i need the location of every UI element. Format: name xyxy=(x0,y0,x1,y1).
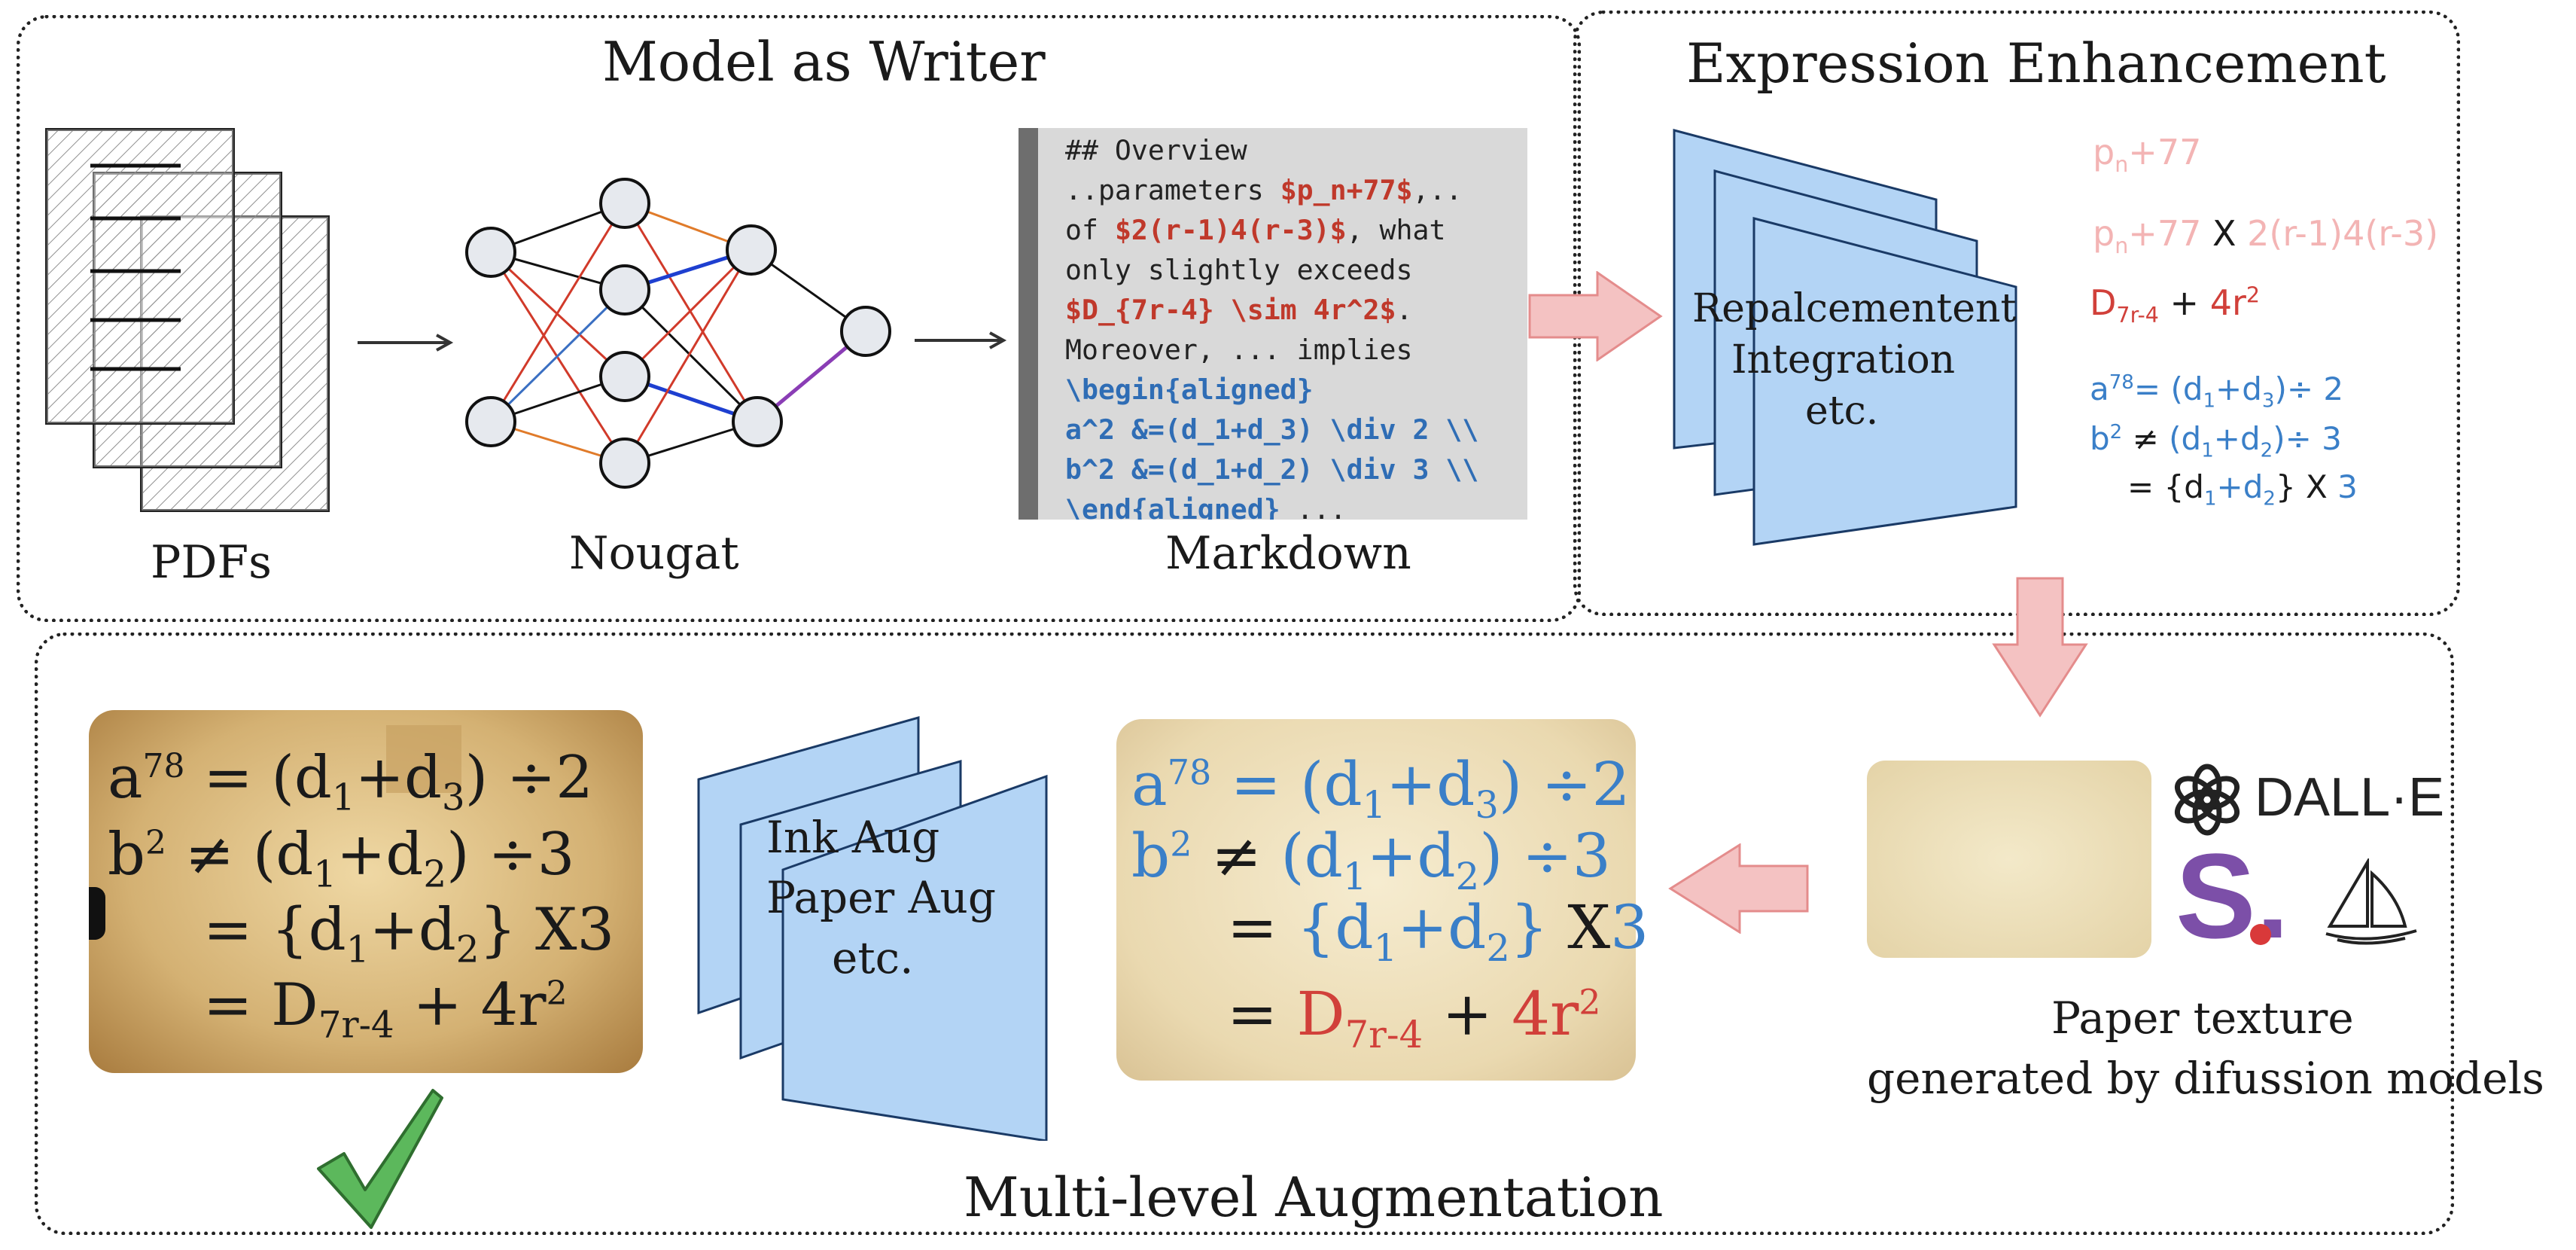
label-nougat: Nougat xyxy=(569,527,739,580)
code-segment: $2(r-1)4(r-3)$ xyxy=(1114,214,1347,246)
nn-hidden-node xyxy=(599,178,650,229)
paper-aged-row3: = {d1+d2} X3 xyxy=(203,896,615,971)
code-segment: ## Overview xyxy=(1065,134,1247,166)
code-line: of $2(r-1)4(r-3)$, what xyxy=(1065,210,1527,250)
title-model-as-writer: Model as Writer xyxy=(602,30,1046,93)
aug-text-ink: Ink Aug xyxy=(766,812,940,863)
title-expression-enhancement: Expression Enhancement xyxy=(1686,32,2386,95)
code-line: ..parameters $p_n+77$,.. xyxy=(1065,170,1527,210)
code-segment: b^2 &=(d_1+d_2) \div 3 \\ xyxy=(1065,453,1479,486)
code-segment: \begin{aligned} xyxy=(1065,373,1314,406)
code-line: only slightly exceeds xyxy=(1065,250,1527,290)
code-segment: , what xyxy=(1346,214,1446,246)
paper-color-row1: a78 = (d1+d3) ÷2 xyxy=(1131,749,1631,827)
code-segment: ... xyxy=(1280,493,1347,520)
expr-pn77-times: pn+77 X 2(r-1)4(r-3) xyxy=(2093,213,2439,259)
nn-output-node xyxy=(840,306,891,357)
stack-text-replacement: Repalcementent xyxy=(1692,286,2017,331)
arrow-nougat-to-markdown xyxy=(915,331,1007,349)
paper-aged-row4: = D7r-4 + 4r2 xyxy=(203,971,568,1047)
nn-hidden-node xyxy=(599,351,650,402)
paper-color-row2: b2 ≠ (d1+d2) ÷3 xyxy=(1131,821,1611,898)
label-pdfs: PDFs xyxy=(151,536,272,589)
code-segment: of xyxy=(1065,214,1115,246)
markdown-code-block: ## Overview..parameters $p_n+77$,..of $2… xyxy=(1019,128,1527,520)
texture-caption-line1: Paper texture xyxy=(2051,992,2354,1044)
dalle-label: DALL·E xyxy=(2255,767,2445,828)
title-multi-level-augmentation: Multi-level Augmentation xyxy=(964,1166,1664,1229)
stack-text-integration: Integration xyxy=(1731,337,1956,383)
arrow-markdown-to-enhancement xyxy=(1528,271,1663,361)
expr-b2: b2 ≠ (d1+d2)÷ 3 xyxy=(2090,420,2342,462)
stack-text-etc: etc. xyxy=(1805,389,1879,434)
paper-aged-row2: b2 ≠ (d1+d2) ÷3 xyxy=(108,821,575,896)
checkmark-icon xyxy=(317,1089,443,1229)
code-segment: $p_n+77$ xyxy=(1280,174,1413,206)
aug-text-etc: etc. xyxy=(832,932,914,983)
nn-input-node xyxy=(465,396,516,447)
generated-paper-texture xyxy=(1867,761,2151,958)
paper-aged-row1: a78 = (d1+d3) ÷2 xyxy=(108,744,593,819)
code-segment: ..parameters xyxy=(1065,174,1280,206)
code-line: b^2 &=(d_1+d_2) \div 3 \\ xyxy=(1065,450,1527,489)
code-segment: a^2 &=(d_1+d_3) \div 2 \\ xyxy=(1065,413,1479,446)
augmented-paper-color xyxy=(1116,719,1636,1081)
paper-color-row4: = D7r-4 + 4r2 xyxy=(1227,979,1601,1056)
pdf-page-front xyxy=(45,128,235,425)
red-dot-icon xyxy=(2250,924,2271,945)
pdf-stack-icon xyxy=(45,128,330,512)
midjourney-sailboat-icon xyxy=(2325,858,2417,945)
code-line: \end{aligned} ... xyxy=(1065,489,1527,520)
nn-hidden-node xyxy=(599,264,650,316)
arrow-texture-to-paper xyxy=(1668,843,1809,934)
code-segment: \end{aligned} xyxy=(1065,493,1280,520)
code-segment: $D_{7r-4} \sim 4r^2$ xyxy=(1065,294,1396,326)
paper-color-row3: = {d1+d2} X3 xyxy=(1227,892,1649,970)
expr-d7r4-plus: D7r-4 + 4r2 xyxy=(2090,282,2261,328)
code-line: $D_{7r-4} \sim 4r^2$. xyxy=(1065,290,1527,330)
stack-layer-front xyxy=(1752,217,2017,546)
stability-s-logo: S. xyxy=(2176,828,2290,963)
arrow-pdfs-to-nougat xyxy=(358,334,454,352)
code-line: \begin{aligned} xyxy=(1065,370,1527,410)
augmented-paper-aged xyxy=(89,710,643,1073)
expr-set-times3: = {d1+d2} X 3 xyxy=(2127,468,2358,511)
nn-input-node xyxy=(465,227,516,278)
code-line: Moreover, ... implies xyxy=(1065,330,1527,370)
code-segment: . xyxy=(1396,294,1413,326)
nn-hidden-node xyxy=(726,224,777,276)
expr-pn77: pn+77 xyxy=(2093,132,2202,178)
augmentation-stack-diagram xyxy=(697,716,1048,1141)
enhancement-stack-diagram xyxy=(1673,129,2017,546)
panel-multi-level-augmentation xyxy=(35,633,2454,1235)
code-segment: Moreover, ... implies xyxy=(1065,334,1413,366)
nn-hidden-node xyxy=(599,438,650,489)
aug-layer-front xyxy=(781,774,1048,1141)
code-segment: ,.. xyxy=(1412,174,1463,206)
code-line: a^2 &=(d_1+d_3) \div 2 \\ xyxy=(1065,410,1527,450)
code-segment: only slightly exceeds xyxy=(1065,254,1413,286)
label-markdown: Markdown xyxy=(1165,527,1411,580)
texture-caption-line2: generated by difussion models xyxy=(1867,1053,2544,1104)
aug-text-paper: Paper Aug xyxy=(766,872,996,923)
arrow-enhancement-to-texture xyxy=(1992,577,2088,718)
dalle-logo-icon xyxy=(2175,764,2240,836)
nn-hidden-node xyxy=(732,396,783,447)
expr-a78: a78= (d1+d3)÷ 2 xyxy=(2090,370,2344,413)
code-line: ## Overview xyxy=(1065,130,1527,170)
nougat-network-diagram xyxy=(465,178,891,489)
